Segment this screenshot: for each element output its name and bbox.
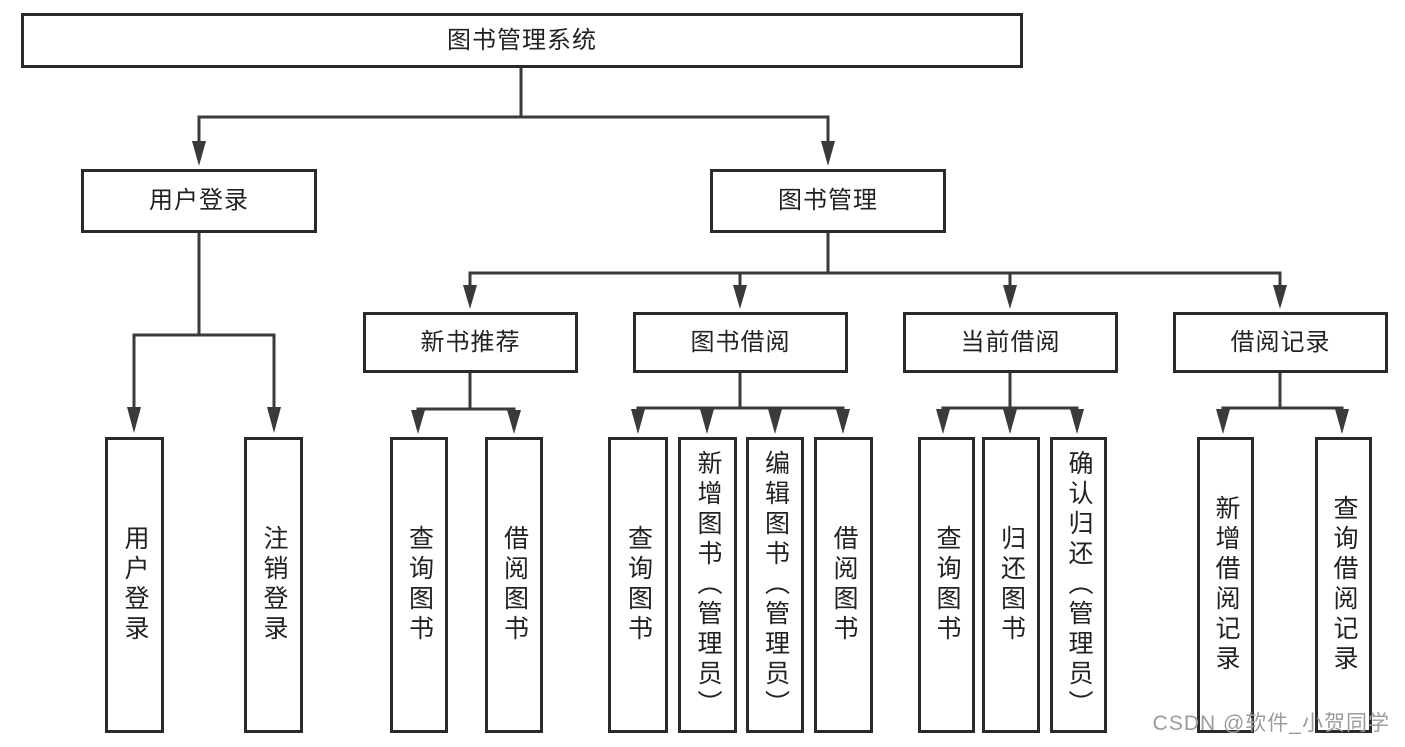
node-root: 图书管理系统 <box>21 13 1023 68</box>
connector-root-to-level2 <box>192 66 835 166</box>
node-current-borrow: 当前借阅 <box>903 312 1118 373</box>
leaf-user-login: 用户登录 <box>105 437 164 733</box>
leaf-add-books-admin-label: 新增图书（管理员） <box>694 450 722 720</box>
node-current-borrow-label: 当前借阅 <box>960 328 1061 356</box>
node-new-books: 新书推荐 <box>363 312 578 373</box>
arrow-down-icon <box>411 410 425 434</box>
node-book-mgmt: 图书管理 <box>710 169 946 233</box>
arrow-down-icon <box>631 409 645 434</box>
arrow-down-icon <box>267 407 281 433</box>
connector-borrow-records-to-leaves <box>1216 371 1349 434</box>
leaf-user-login-label: 用户登录 <box>121 525 149 645</box>
leaf-edit-books-admin: 编辑图书（管理员） <box>746 437 804 733</box>
node-user-login: 用户登录 <box>81 169 317 233</box>
leaf-borrow-books-1-label: 借阅图书 <box>500 525 529 645</box>
leaf-query-books-1-label: 查询图书 <box>405 525 434 645</box>
connector-book-borrow-to-leaves <box>631 371 850 434</box>
leaf-add-books-admin: 新增图书（管理员） <box>678 437 737 733</box>
leaf-query-books-1: 查询图书 <box>390 437 448 733</box>
node-new-books-label: 新书推荐 <box>420 328 521 356</box>
node-borrow-records-label: 借阅记录 <box>1230 328 1331 356</box>
arrow-down-icon <box>733 285 747 309</box>
connector-current-borrow-to-leaves <box>936 371 1084 434</box>
leaf-borrow-books-1: 借阅图书 <box>485 437 543 733</box>
arrow-down-icon <box>1003 285 1017 309</box>
leaf-logout-login-label: 注销登录 <box>260 525 288 645</box>
leaf-edit-books-admin-label: 编辑图书（管理员） <box>761 450 790 720</box>
arrow-down-icon <box>700 409 714 434</box>
node-book-borrow-label: 图书借阅 <box>690 328 791 356</box>
arrow-down-icon <box>1003 409 1017 434</box>
node-book-mgmt-label: 图书管理 <box>778 187 878 214</box>
node-root-label: 图书管理系统 <box>447 26 597 54</box>
leaf-query-books-3-label: 查询图书 <box>933 525 961 645</box>
leaf-confirm-return-admin: 确认归还（管理员） <box>1050 437 1107 733</box>
arrow-down-icon <box>1335 409 1349 434</box>
leaf-query-books-2-label: 查询图书 <box>624 525 653 645</box>
arrow-down-icon <box>936 409 950 434</box>
arrow-down-icon <box>1070 409 1084 434</box>
node-borrow-records: 借阅记录 <box>1173 312 1388 373</box>
arrow-down-icon <box>821 141 835 166</box>
arrow-down-icon <box>768 409 782 434</box>
leaf-query-books-2: 查询图书 <box>608 437 668 733</box>
watermark: CSDN @软件_小贺同学 <box>1152 712 1390 735</box>
arrow-down-icon <box>127 407 141 433</box>
leaf-return-books: 归还图书 <box>982 437 1040 733</box>
leaf-borrow-books-2: 借阅图书 <box>814 437 873 733</box>
arrow-down-icon <box>192 141 206 166</box>
node-user-login-label: 用户登录 <box>149 187 249 214</box>
arrow-down-icon <box>1216 409 1230 434</box>
connector-user-login-to-leaves <box>127 231 281 433</box>
connector-new-books-to-leaves <box>411 371 521 434</box>
leaf-logout-login: 注销登录 <box>244 437 303 733</box>
connector-book-mgmt-to-level3 <box>463 231 1287 309</box>
leaf-borrow-books-2-label: 借阅图书 <box>830 525 858 645</box>
node-book-borrow: 图书借阅 <box>633 312 848 373</box>
leaf-query-borrow-record-label: 查询借阅记录 <box>1330 495 1358 675</box>
arrow-down-icon <box>836 409 850 434</box>
arrow-down-icon <box>1273 285 1287 309</box>
leaf-query-borrow-record: 查询借阅记录 <box>1315 437 1372 733</box>
leaf-add-borrow-record-label: 新增借阅记录 <box>1212 495 1240 675</box>
leaf-query-books-3: 查询图书 <box>918 437 975 733</box>
leaf-confirm-return-admin-label: 确认归还（管理员） <box>1065 450 1093 720</box>
leaf-return-books-label: 归还图书 <box>997 525 1026 645</box>
arrow-down-icon <box>507 410 521 434</box>
leaf-add-borrow-record: 新增借阅记录 <box>1197 437 1254 733</box>
arrow-down-icon <box>463 285 477 309</box>
